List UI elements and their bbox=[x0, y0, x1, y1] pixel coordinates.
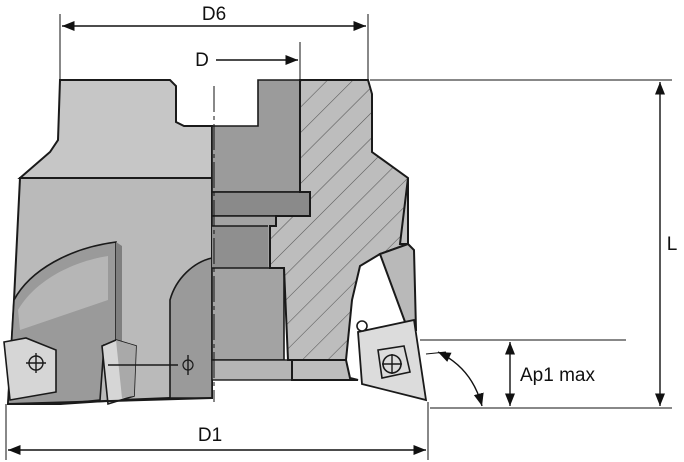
dimension-d6 bbox=[59, 14, 369, 80]
label-ap1max: Ap1 max bbox=[520, 365, 595, 386]
dimension-d bbox=[216, 42, 301, 80]
cutter-body-section bbox=[211, 79, 428, 402]
label-l: L bbox=[667, 234, 678, 255]
dimension-ap1max bbox=[420, 339, 626, 407]
cutter-body-exterior bbox=[3, 79, 213, 406]
dimension-d1 bbox=[5, 402, 429, 460]
insert-left bbox=[3, 337, 57, 401]
dimension-l bbox=[370, 79, 672, 409]
label-d6: D6 bbox=[202, 4, 226, 25]
label-d1: D1 bbox=[198, 425, 222, 446]
label-d: D bbox=[195, 50, 209, 71]
